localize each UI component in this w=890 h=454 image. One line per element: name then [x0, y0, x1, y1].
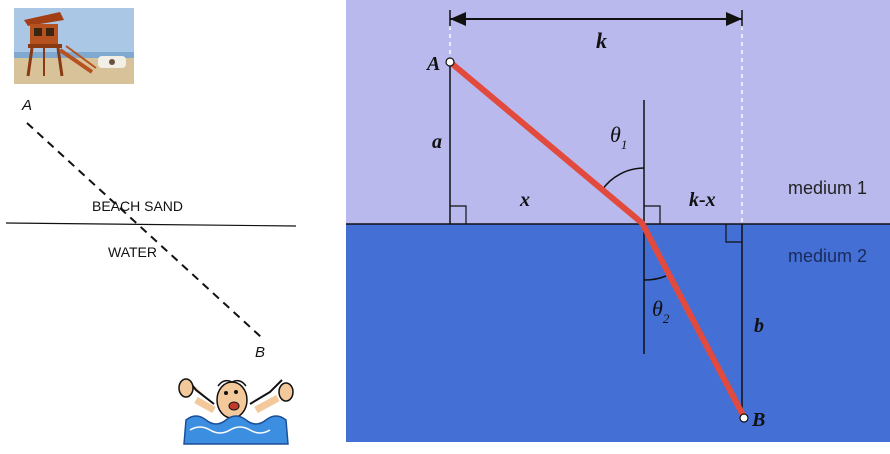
b-length-label: b — [754, 315, 764, 337]
beach-sand-label: BEACH SAND — [92, 198, 183, 214]
medium-2-region — [346, 224, 890, 442]
x-label: x — [519, 189, 530, 211]
a-length-label: a — [432, 131, 442, 153]
k-label: k — [596, 28, 607, 53]
point-b-label: B — [255, 344, 265, 361]
theta-2-label: θ2 — [652, 296, 670, 326]
refracted-path — [447, 59, 747, 420]
beach-sketch-panel: A BEACH SAND WATER B — [0, 0, 340, 449]
theta-1-arc — [601, 167, 645, 191]
water-label: WATER — [108, 244, 157, 260]
medium-1-label: medium 1 — [788, 178, 867, 198]
theta-2-arc — [643, 275, 667, 281]
shoreline — [5, 222, 297, 227]
beach-sketch-svg: A BEACH SAND WATER B — [5, 8, 297, 445]
k-minus-x-label: k-x — [689, 189, 716, 211]
point-a-label: A — [21, 97, 32, 114]
medium-2-label: medium 2 — [788, 246, 867, 266]
lifeguard-tower-illustration — [14, 8, 134, 84]
a-point-label: A — [425, 53, 440, 75]
point-a-marker — [445, 57, 455, 67]
theta-1-label: θ1 — [610, 122, 627, 152]
b-point-label: B — [751, 409, 765, 431]
refraction-diagram-panel: k A a x k-x b B θ1 θ2 medium 1 medium 2 — [346, 0, 890, 442]
drowning-person-illustration — [178, 378, 294, 445]
medium-1-region — [346, 0, 890, 224]
refraction-diagram-svg: k A a x k-x b B θ1 θ2 medium 1 medium 2 — [346, 0, 890, 442]
dashed-path — [26, 122, 262, 338]
point-b-marker — [739, 413, 749, 423]
